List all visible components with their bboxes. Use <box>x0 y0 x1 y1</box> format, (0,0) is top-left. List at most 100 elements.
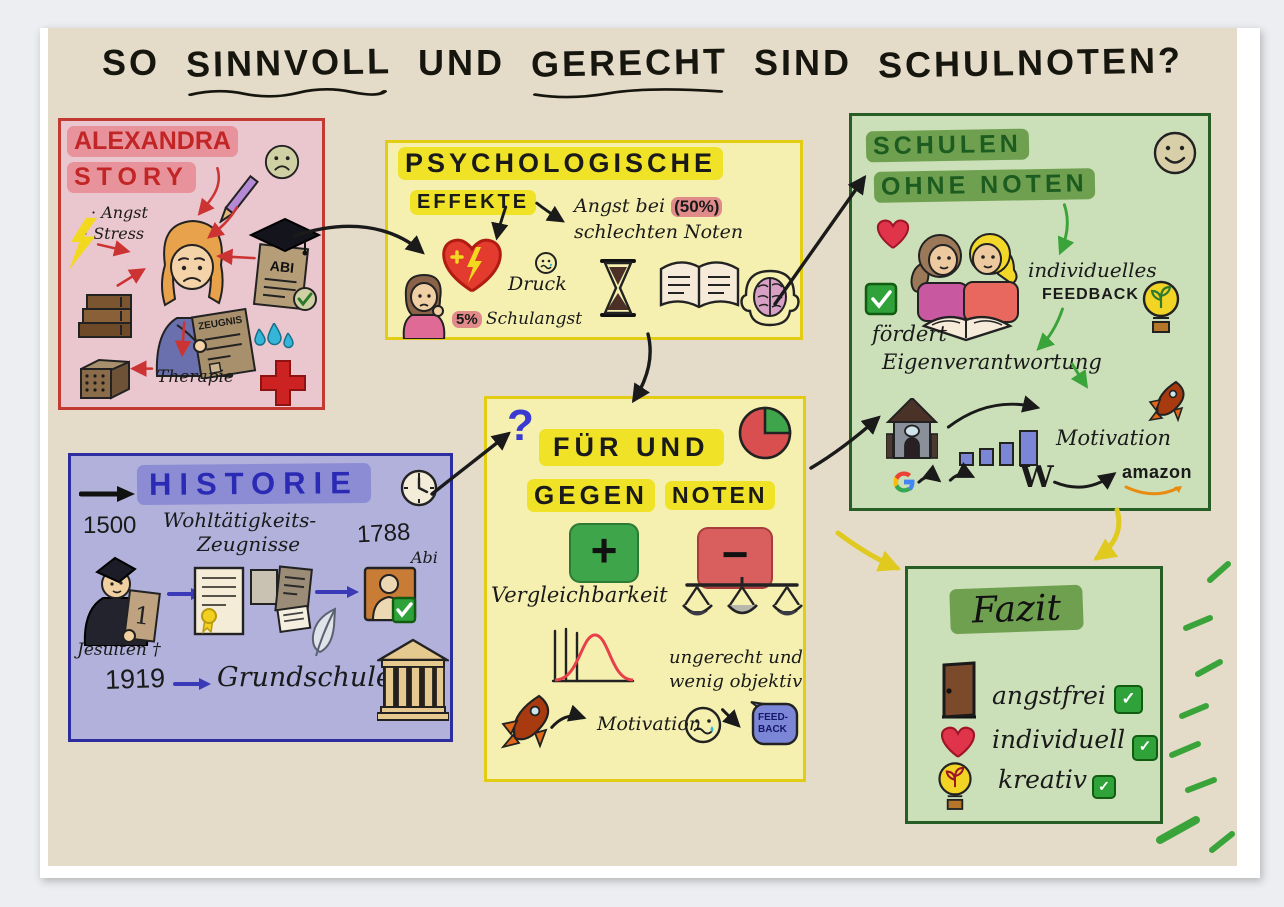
schulen-title-line1: SCHULEN <box>865 128 1030 163</box>
arrow-zentral-to-fazit <box>835 530 902 572</box>
title-word-underlined: SINNVOLL <box>186 40 393 98</box>
year-1788: 1788 <box>356 518 412 549</box>
title-word: SCHULNOTEN? <box>877 39 1184 86</box>
alexandra-title-line2: STORY <box>67 162 196 193</box>
open-book-icon <box>654 255 744 317</box>
page-title: SO SINNVOLL UND GERECHT SIND SCHULNOTEN? <box>48 39 1237 99</box>
schulen-title-line2: OHNE NOTEN <box>873 168 1095 203</box>
schulangst-label: Schulangst <box>486 309 583 329</box>
pct5-badge: 5% <box>452 311 482 328</box>
hourglass-icon <box>598 257 638 319</box>
girls-reading-illustration <box>902 226 1032 346</box>
bullet-angst: · Angst <box>91 203 148 222</box>
fazit-item-individuell: individuell <box>992 725 1126 754</box>
arrow-schulen-to-fazit <box>1093 507 1122 561</box>
alexandra-title-line1: ALEXANDRA <box>67 126 238 157</box>
temple-icon <box>377 638 449 722</box>
title-word: SIND <box>754 42 853 83</box>
brain-head-icon <box>738 267 802 337</box>
amazon-label: amazon <box>1122 462 1193 482</box>
scales-icon <box>679 575 805 639</box>
abi-label: Abi <box>411 548 438 567</box>
panel-fuer-und-gegen-noten: ? FÜR UND GEGEN NOTEN + − Vergleichbarke… <box>484 396 806 782</box>
therapie-label: Therapie <box>157 367 234 387</box>
psych-title-line2: EFFEKTE <box>410 190 537 215</box>
jesuiten-label: Jesuiten † <box>77 640 161 660</box>
bulb-icon <box>934 759 976 817</box>
fazit-item-kreativ: kreativ <box>998 765 1087 794</box>
clock-icon <box>399 468 439 508</box>
sketchnote-page: SO SINNVOLL UND GERECHT SIND SCHULNOTEN? ALEX… <box>40 28 1260 878</box>
plus-box: + <box>571 525 637 581</box>
feedback-speech-bubble: FEED- BACK <box>749 700 799 748</box>
therapy-box-icon <box>77 353 133 401</box>
panel-historie: HISTORIE 1500 Wohltätigkeits- Zeugnisse … <box>68 453 453 742</box>
heart-icon <box>876 218 910 250</box>
panel-fazit: Fazit angstfrei ✓ individuell ✓ kreativ … <box>905 566 1163 824</box>
zentral-title-noten: NOTEN <box>665 481 775 510</box>
minus-box: − <box>699 529 771 587</box>
individuelles-label: individuelles <box>1028 258 1157 282</box>
fazit-title: Fazit <box>949 584 1084 635</box>
books-stack-icon <box>77 289 135 341</box>
abi-certificate-gradcap-icon: ABI <box>247 217 323 315</box>
check-icon: ✓ <box>1132 735 1158 761</box>
grade-one-label: 1 <box>133 601 152 631</box>
title-word: UND <box>418 42 505 83</box>
psych-title-line1: PSYCHOLOGISCHE <box>398 147 724 180</box>
title-word-underlined: GERECHT <box>531 40 729 99</box>
lightning-icon <box>69 216 97 272</box>
worried-face-icon <box>534 251 558 275</box>
documents-icon <box>247 564 317 634</box>
graduate-portrait-icon <box>363 566 417 626</box>
druck-label: Druck <box>508 273 567 295</box>
question-mark: ? <box>507 401 534 450</box>
check-icon: ✓ <box>1092 775 1116 799</box>
feedback-bubble-line1: FEED- <box>758 712 788 723</box>
tears-icon <box>251 323 295 361</box>
schlechten-noten-text: schlechten Noten <box>574 221 744 243</box>
abi-label: ABI <box>269 257 295 275</box>
year-1919: 1919 <box>104 662 166 696</box>
green-accent-dashes <box>1156 561 1235 853</box>
certificate-icon <box>193 566 245 636</box>
blue-arrow-icon <box>315 584 361 600</box>
feedback-bubble-line2: BACK <box>758 724 787 735</box>
heart-icon <box>940 725 976 759</box>
motivation-label: Motivation <box>1056 426 1172 450</box>
heart-lightning-icon <box>440 235 504 295</box>
ungerecht-label-line1: ungerecht und <box>669 647 803 668</box>
pct50-badge: (50%) <box>671 197 723 217</box>
amazon-smile-arrow-icon <box>1124 484 1186 498</box>
wohltaetigkeits-label: Wohltätigkeits- <box>163 508 317 532</box>
sad-face-icon <box>263 143 301 181</box>
feedback-label: FEEDBACK <box>1042 286 1139 303</box>
panel-schulen-ohne-noten: SCHULEN OHNE NOTEN <box>849 113 1211 511</box>
door-icon <box>936 661 978 719</box>
jesuit-monk-illustration: 1 <box>77 552 171 646</box>
wavy-underline <box>532 88 724 99</box>
sketchnote-canvas: SO SINNVOLL UND GERECHT SIND SCHULNOTEN? ALEX… <box>48 28 1237 866</box>
zeugnisse-label: Zeugnisse <box>197 532 301 556</box>
foerdert-label: fördert <box>872 322 947 346</box>
zentral-title-line1: FÜR UND <box>539 429 724 466</box>
red-cross-icon <box>259 359 307 407</box>
historie-title: HISTORIE <box>136 462 372 506</box>
vergleichbarkeit-label: Vergleichbarkeit <box>491 583 668 607</box>
rocket-icon <box>1148 378 1192 422</box>
wavy-underline <box>188 88 388 98</box>
arrow-psych-to-zentral <box>631 332 652 404</box>
wikipedia-w-label: W <box>1020 460 1054 495</box>
zentral-title-gegen: GEGEN <box>527 479 655 512</box>
blue-arrow-icon <box>173 676 213 692</box>
pie-chart-icon <box>737 405 793 461</box>
bulb-icon <box>1138 278 1184 340</box>
right-arrow-icon <box>79 484 137 504</box>
title-word: SO <box>101 42 160 83</box>
ungerecht-label-line2: wenig objektiv <box>669 671 803 692</box>
fazit-item-angstfrei: angstfrei <box>992 681 1106 710</box>
angst-bei-text: Angst bei (50%) <box>574 195 723 217</box>
eigenverantwortung-label: Eigenverantwortung <box>882 350 1102 374</box>
grundschule-label: Grundschule <box>217 662 392 693</box>
feather-quill-icon <box>305 606 343 660</box>
